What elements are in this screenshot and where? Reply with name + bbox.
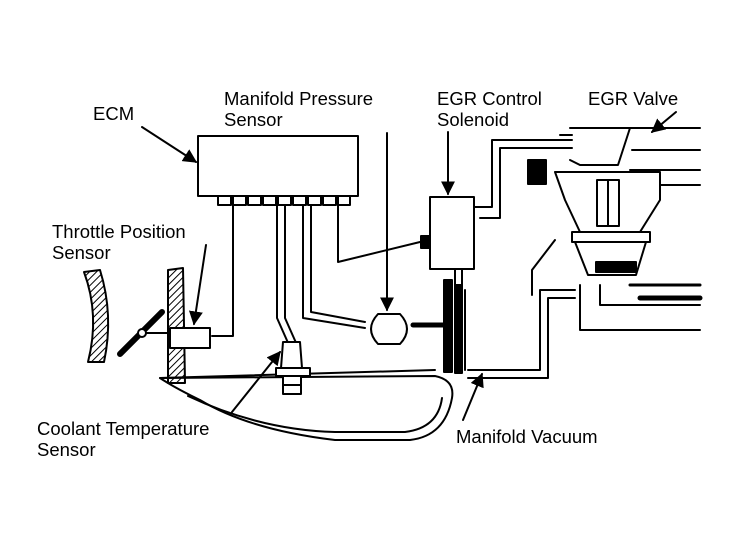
egr-control-solenoid (420, 139, 573, 291)
label-throttle-position-sensor-line1: Throttle Position (52, 221, 186, 242)
label-egr-valve: EGR Valve (588, 88, 679, 109)
manifold-pressure-sensor (370, 313, 447, 345)
label-ecm: ECM (93, 103, 135, 124)
label-egr-control-solenoid-line2: Solenoid (437, 109, 510, 130)
label-egr-control-solenoid-line1: EGR Control (437, 88, 542, 109)
label-coolant-temperature-sensor-line2: Sensor (37, 439, 96, 460)
coolant-temperature-sensor (275, 341, 311, 395)
egr-valve (527, 127, 703, 331)
label-coolant-temperature-sensor-line1: Coolant Temperature (37, 418, 210, 439)
ecm-connector-pins (217, 195, 351, 206)
manifold-vacuum-block (443, 279, 576, 379)
throttle-body (83, 267, 211, 384)
callout-arrows (141, 111, 677, 421)
label-manifold-vacuum: Manifold Vacuum (456, 426, 598, 447)
ecm-module (197, 135, 359, 206)
label-manifold-pressure-sensor-line2: Sensor (224, 109, 283, 130)
label-throttle-position-sensor-line2: Sensor (52, 242, 111, 263)
label-manifold-pressure-sensor-line1: Manifold Pressure (224, 88, 374, 109)
ecm-wiring (211, 204, 421, 346)
